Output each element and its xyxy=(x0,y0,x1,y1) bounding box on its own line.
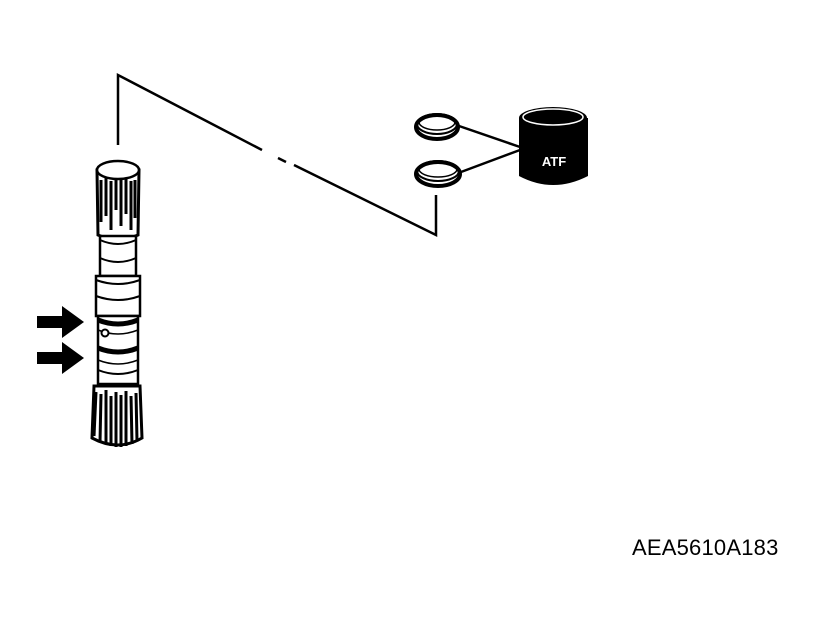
fluid-container-icon: ATF xyxy=(519,107,588,185)
seal-ring-icon xyxy=(414,113,460,141)
arrow-right-icon xyxy=(37,342,84,374)
shaft-icon xyxy=(90,159,144,447)
container-label: ATF xyxy=(542,154,566,169)
leader-line xyxy=(116,72,438,238)
arrow-right-icon xyxy=(37,306,84,338)
figure-code: AEA5610A183 xyxy=(632,535,779,560)
connector-lines xyxy=(458,124,521,174)
seal-ring-icon xyxy=(414,160,462,188)
